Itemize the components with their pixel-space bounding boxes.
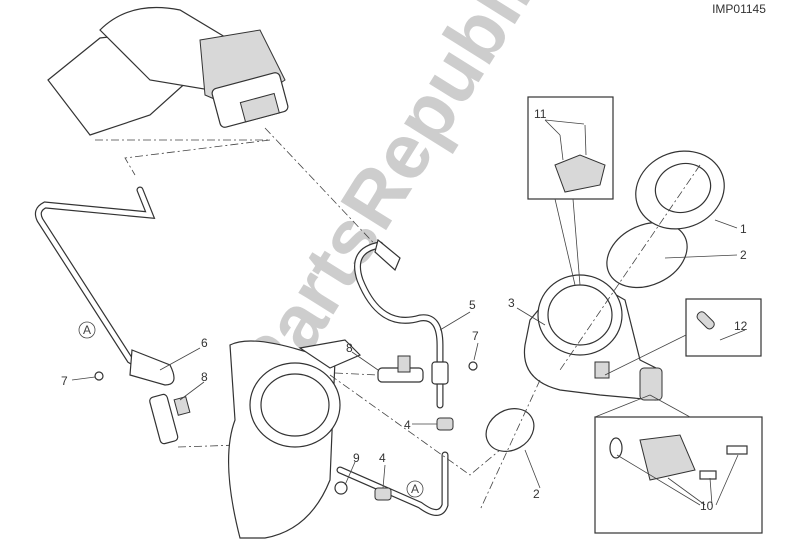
airbox-intake-part	[47, 7, 289, 136]
reference-code: IMP01145	[712, 2, 766, 16]
screw-b	[699, 470, 717, 480]
callout-7-right: 7	[472, 329, 479, 343]
throttle-body	[523, 274, 663, 401]
callout-9: 9	[353, 451, 360, 465]
idle-air-valve	[639, 434, 696, 481]
gasket	[696, 311, 715, 330]
hose-clamp-bottom	[374, 487, 392, 501]
callout-10: 10	[700, 499, 714, 513]
hose-connector	[374, 238, 401, 272]
ref-a-bottom: A	[411, 482, 419, 496]
callout-5: 5	[469, 298, 476, 312]
ref-a-bottom-marker	[406, 480, 424, 498]
ref-a-left-marker	[78, 321, 96, 339]
callout-2-bottom: 2	[533, 487, 540, 501]
intake-manifold	[227, 339, 362, 539]
bolt-left	[94, 371, 104, 381]
fuel-hose-left	[34, 186, 175, 386]
callout-11: 11	[534, 107, 547, 121]
callout-6: 6	[201, 336, 208, 350]
callout-2-top: 2	[740, 248, 747, 262]
fuel-hose-right	[336, 241, 449, 516]
bolt-right	[468, 361, 478, 371]
hose-clamp-top	[436, 417, 454, 431]
screw-a	[726, 445, 748, 455]
callout-8-left: 8	[201, 370, 208, 384]
throttle-position-sensor	[554, 154, 606, 193]
injector-left	[149, 393, 191, 445]
callout-4-bottom: 4	[379, 451, 386, 465]
inset-gasket-box	[685, 298, 762, 357]
injector-right	[377, 355, 424, 383]
callout-12: 12	[734, 319, 748, 333]
callout-3: 3	[508, 296, 515, 310]
hose-end	[334, 481, 348, 495]
callout-8-right: 8	[346, 341, 353, 355]
callout-7-left: 7	[61, 374, 68, 388]
callout-1: 1	[740, 222, 747, 236]
callout-4-top: 4	[404, 418, 411, 432]
ref-a-left: A	[83, 323, 91, 337]
o-ring	[609, 437, 623, 459]
clamp-upper	[606, 221, 688, 289]
clamp-lower	[485, 408, 535, 452]
inset-idle-valve-box	[594, 416, 763, 534]
